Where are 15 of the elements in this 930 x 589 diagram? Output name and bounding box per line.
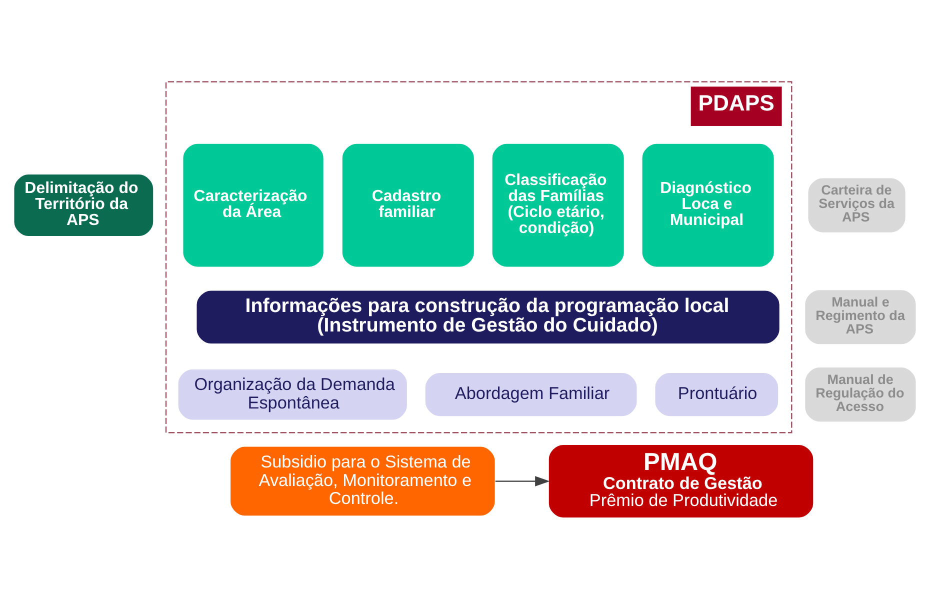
node-box: Organização da Demanda Espontânea [177, 368, 408, 420]
node-box: PMAQ Contrato de Gestão Prêmio de Produtividade [548, 443, 814, 518]
node-box: Subsidio para o Sistema de Avaliação, Monitoramento e Controle. [229, 445, 496, 516]
node-box: Manual e Regimento da APS [804, 288, 917, 345]
node-box: Prontuário [654, 371, 780, 417]
node-box: Abordagem Familiar [424, 371, 638, 417]
node-box: Carteira de Serviços da APS [807, 176, 907, 234]
node-box: Diagnóstico Loca e Municipal [641, 142, 776, 268]
node-box: Caracterização da Área [182, 142, 325, 268]
node-box: Manual de Regulação do Acesso [804, 366, 917, 422]
node-box: Classificação das Famílias (Ciclo etário, condição) [491, 142, 626, 268]
node-box: Cadastro familiar [341, 142, 476, 268]
arrow [495, 476, 550, 486]
node-box: Informações para construção da programação local (Instrumento de Gestão do Cuidado) [196, 288, 781, 344]
node-box: Delimitação do Território da APS [13, 172, 154, 237]
